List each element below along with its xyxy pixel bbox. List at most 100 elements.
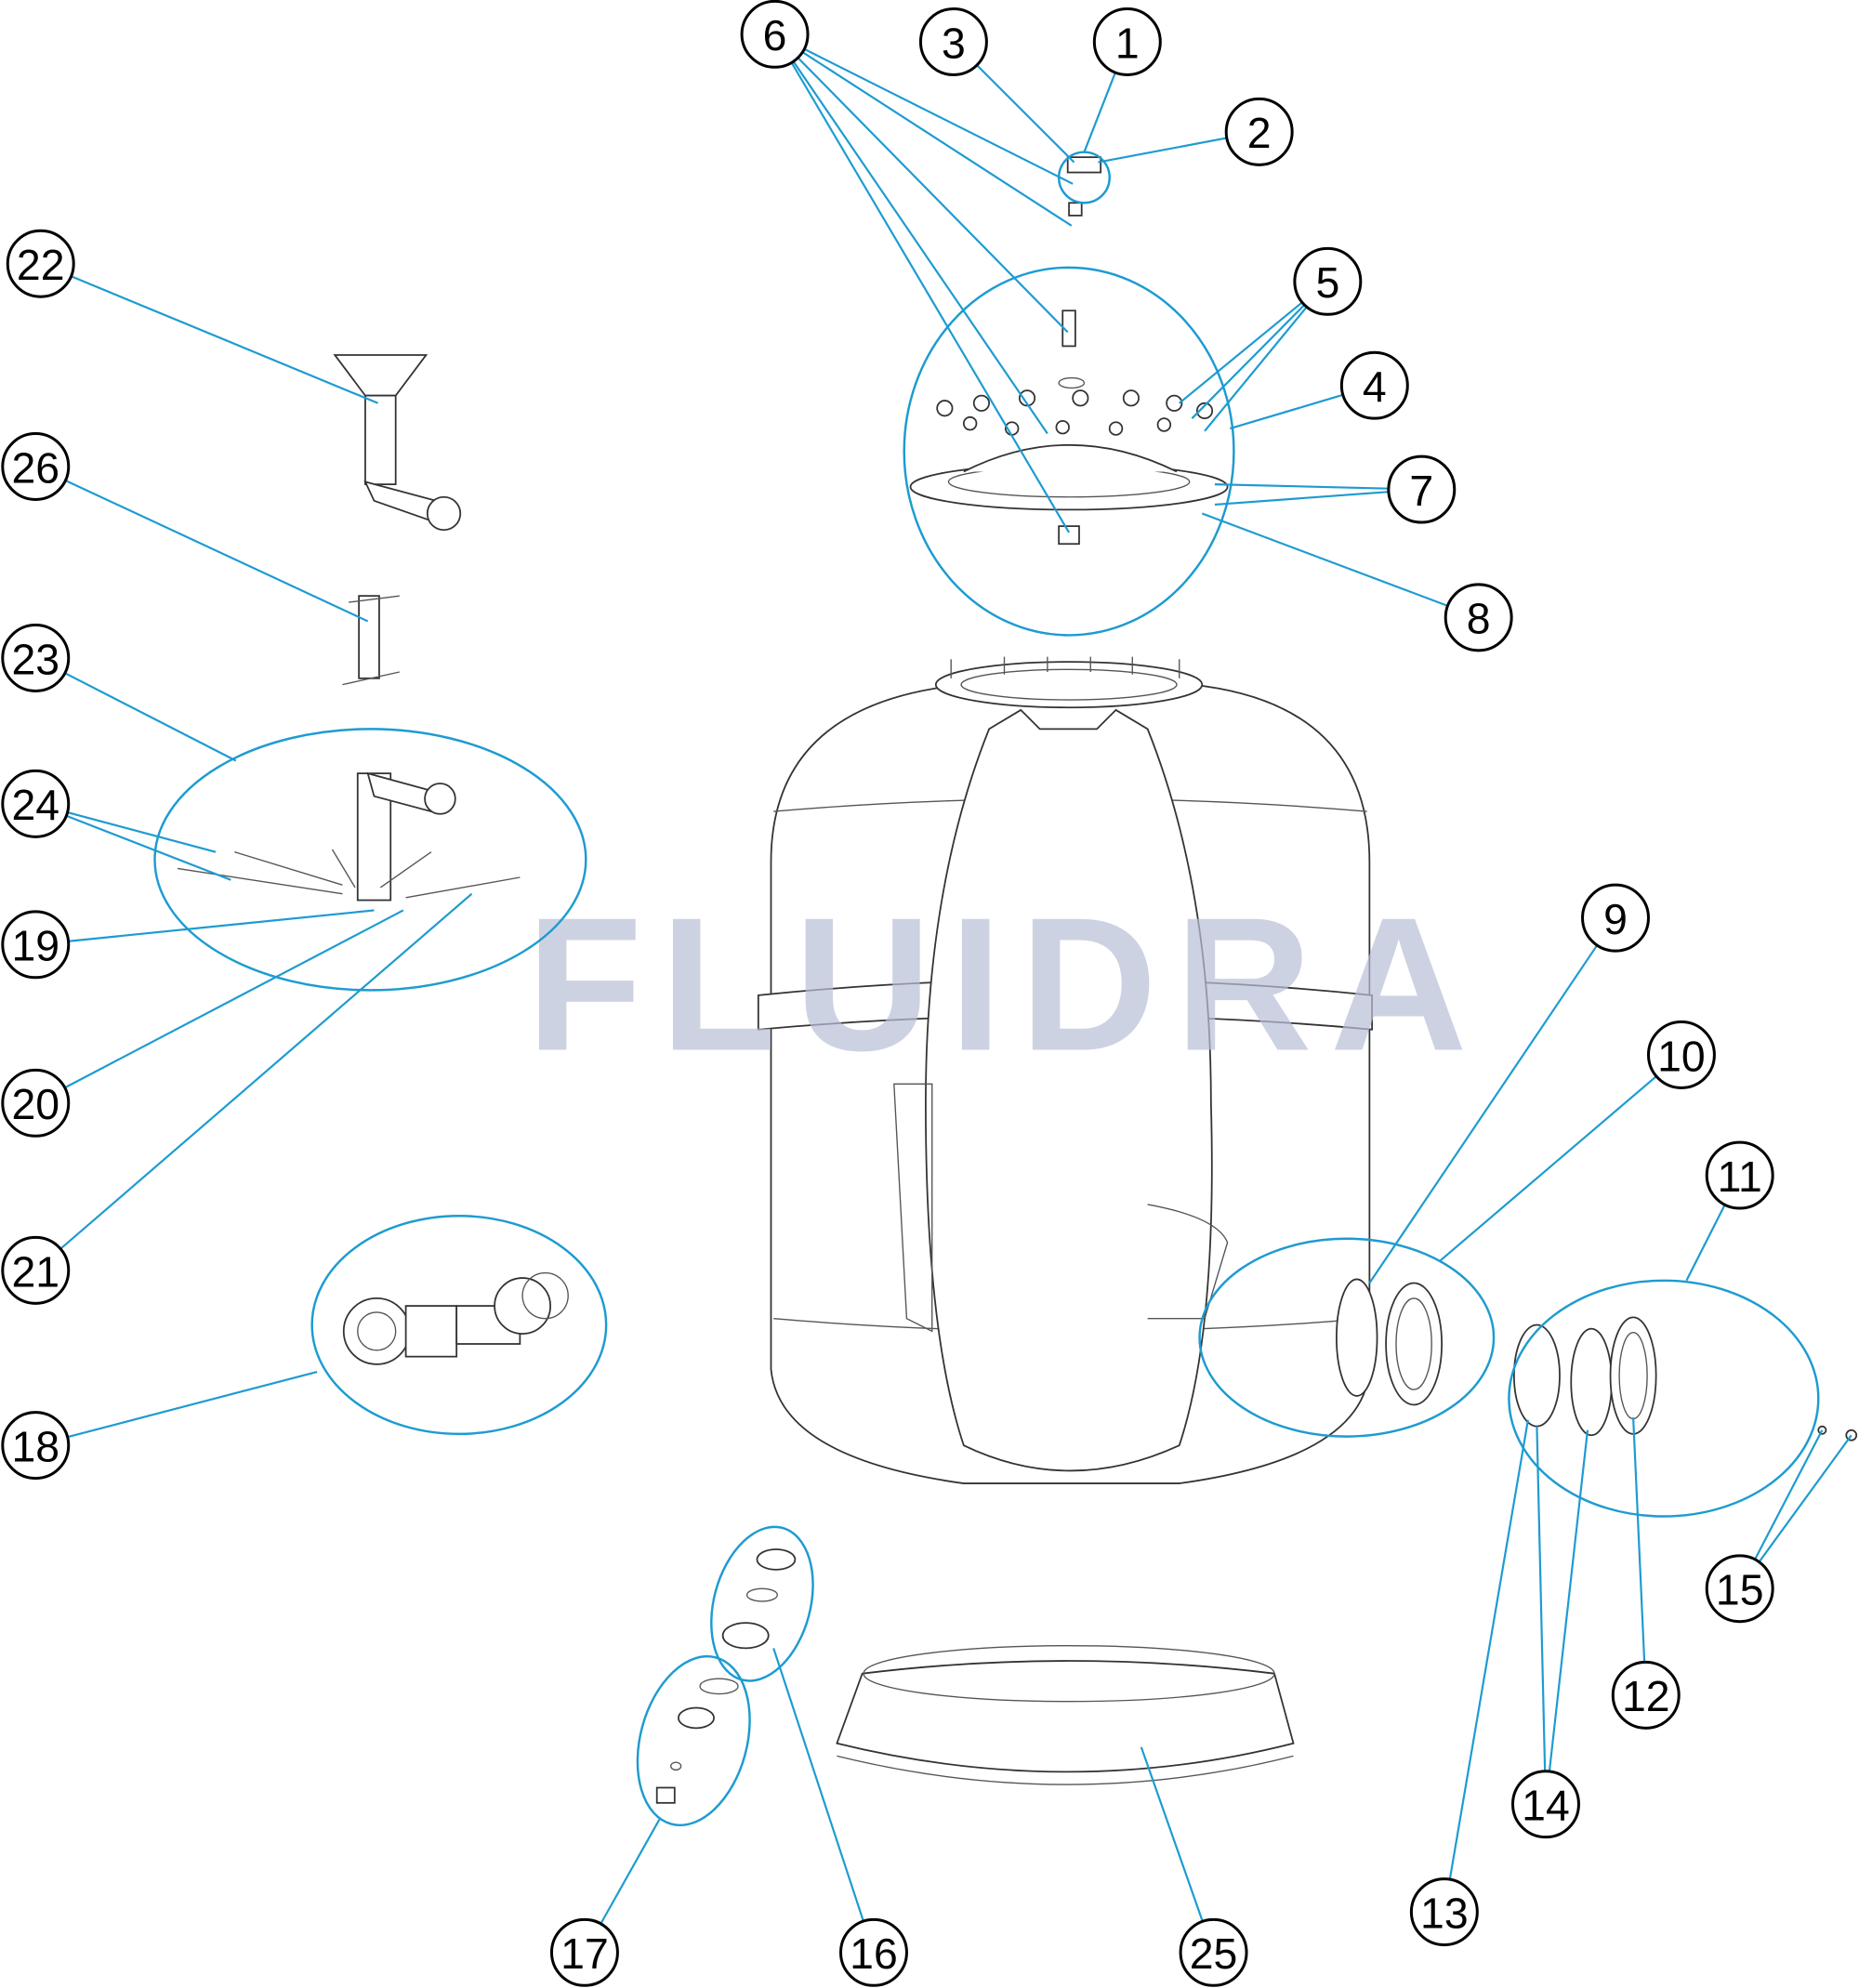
callout-circle: [1, 769, 71, 838]
leader-line-17: [600, 1819, 661, 1925]
parts-9-10-manhole-rings: [1336, 1278, 1444, 1406]
leader-line-20: [64, 909, 404, 1089]
callout-18: 18: [1, 1411, 71, 1481]
callout-15: 15: [1705, 1554, 1774, 1624]
callout-circle: [1511, 1770, 1580, 1839]
callout-circle: [1339, 350, 1409, 420]
callout-circle: [1, 624, 71, 692]
callout-20: 20: [1, 1068, 71, 1138]
callout-circle: [740, 0, 810, 69]
callout-22: 22: [6, 229, 75, 298]
callout-23: 23: [1, 624, 71, 692]
callout-4: 4: [1339, 350, 1409, 420]
callout-7: 7: [1387, 454, 1457, 524]
callout-circle: [1705, 1140, 1774, 1210]
callout-number: 3: [942, 19, 966, 67]
callout-number: 20: [11, 1080, 59, 1128]
leader-line-1: [1083, 72, 1116, 153]
leader-line-5: [1179, 301, 1303, 404]
callout-circle: [1, 1411, 71, 1481]
leader-line-16: [772, 1648, 864, 1922]
callout-number: 15: [1716, 1566, 1764, 1614]
callout-number: 19: [11, 922, 59, 970]
leader-line-14: [1536, 1426, 1547, 1771]
part-26-pipe: [342, 595, 400, 686]
leader-line-12: [1632, 1417, 1646, 1663]
callout-8: 8: [1444, 583, 1513, 652]
callout-circle: [1, 432, 71, 501]
callout-circle: [1646, 1020, 1716, 1089]
leader-line-2: [1098, 137, 1228, 164]
leader-line-15: [1754, 1429, 1824, 1560]
callout-25: 25: [1179, 1917, 1248, 1987]
callout-number: 14: [1522, 1782, 1570, 1830]
callout-5: 5: [1293, 246, 1363, 316]
callout-2: 2: [1224, 97, 1294, 166]
leader-line-15: [1758, 1434, 1852, 1563]
callout-number: 2: [1247, 109, 1272, 157]
callout-number: 10: [1657, 1032, 1706, 1080]
callout-12: 12: [1611, 1660, 1681, 1730]
lateral-assembly: [177, 771, 521, 902]
callout-number: 5: [1315, 258, 1339, 307]
part-18-union: [342, 1271, 569, 1365]
leader-line-10: [1438, 1075, 1657, 1263]
callout-number: 21: [11, 1247, 59, 1296]
callout-number: 26: [11, 443, 59, 492]
leader-line-25: [1140, 1746, 1204, 1922]
callout-number: 11: [1718, 1152, 1762, 1201]
callout-number: 24: [11, 781, 59, 829]
filter-tank: [757, 656, 1373, 1484]
callout-circle: [918, 7, 988, 76]
leader-lines: [59, 47, 1852, 1925]
callout-16: 16: [839, 1917, 908, 1987]
callout-circle: [1387, 454, 1457, 524]
leader-line-13: [1448, 1419, 1529, 1880]
callout-labels: 1234567891011121314151617181920212223242…: [1, 0, 1774, 1987]
callout-circle: [1092, 7, 1162, 76]
leader-line-3: [976, 64, 1075, 164]
parts-11-14-cover: [1512, 1316, 1858, 1442]
parts-16-17-drain: [655, 1548, 797, 1804]
leader-line-6: [803, 47, 1074, 185]
callout-circle: [1, 910, 71, 980]
callout-14: 14: [1511, 1770, 1580, 1839]
callout-number: 16: [850, 1929, 898, 1978]
leader-line-7: [1214, 483, 1389, 490]
callout-number: 13: [1420, 1889, 1469, 1938]
callout-3: 3: [918, 7, 988, 76]
callout-circle: [6, 229, 75, 298]
leader-line-6: [801, 51, 1073, 227]
leader-line-24: [65, 814, 231, 881]
callout-circle: [549, 1917, 619, 1987]
callout-9: 9: [1581, 883, 1650, 953]
part-22-diffuser: [333, 354, 462, 532]
leader-line-18: [67, 1370, 318, 1439]
leader-line-23: [64, 672, 237, 762]
callout-10: 10: [1646, 1020, 1716, 1089]
leader-line-9: [1368, 944, 1599, 1284]
callout-number: 18: [11, 1423, 59, 1471]
air-valve-parts: [1066, 156, 1102, 217]
callout-circle: [1224, 97, 1294, 166]
callout-circle: [1, 1235, 71, 1305]
leader-line-5: [1204, 306, 1308, 432]
group-rings: [153, 151, 1820, 1827]
leader-line-21: [59, 892, 473, 1250]
callout-13: 13: [1409, 1877, 1479, 1947]
callout-circle: [1, 1068, 71, 1138]
leader-line-8: [1201, 512, 1448, 607]
callout-number: 8: [1467, 595, 1491, 643]
callout-26: 26: [1, 432, 71, 501]
callout-number: 12: [1622, 1672, 1670, 1720]
leader-line-14: [1548, 1429, 1589, 1772]
leader-line-22: [71, 275, 379, 404]
leader-line-11: [1685, 1204, 1726, 1282]
callout-21: 21: [1, 1235, 71, 1305]
callout-circle: [839, 1917, 908, 1987]
callout-number: 1: [1115, 19, 1140, 67]
callout-number: 22: [17, 241, 65, 289]
callout-number: 4: [1363, 362, 1387, 411]
callout-17: 17: [549, 1917, 619, 1987]
